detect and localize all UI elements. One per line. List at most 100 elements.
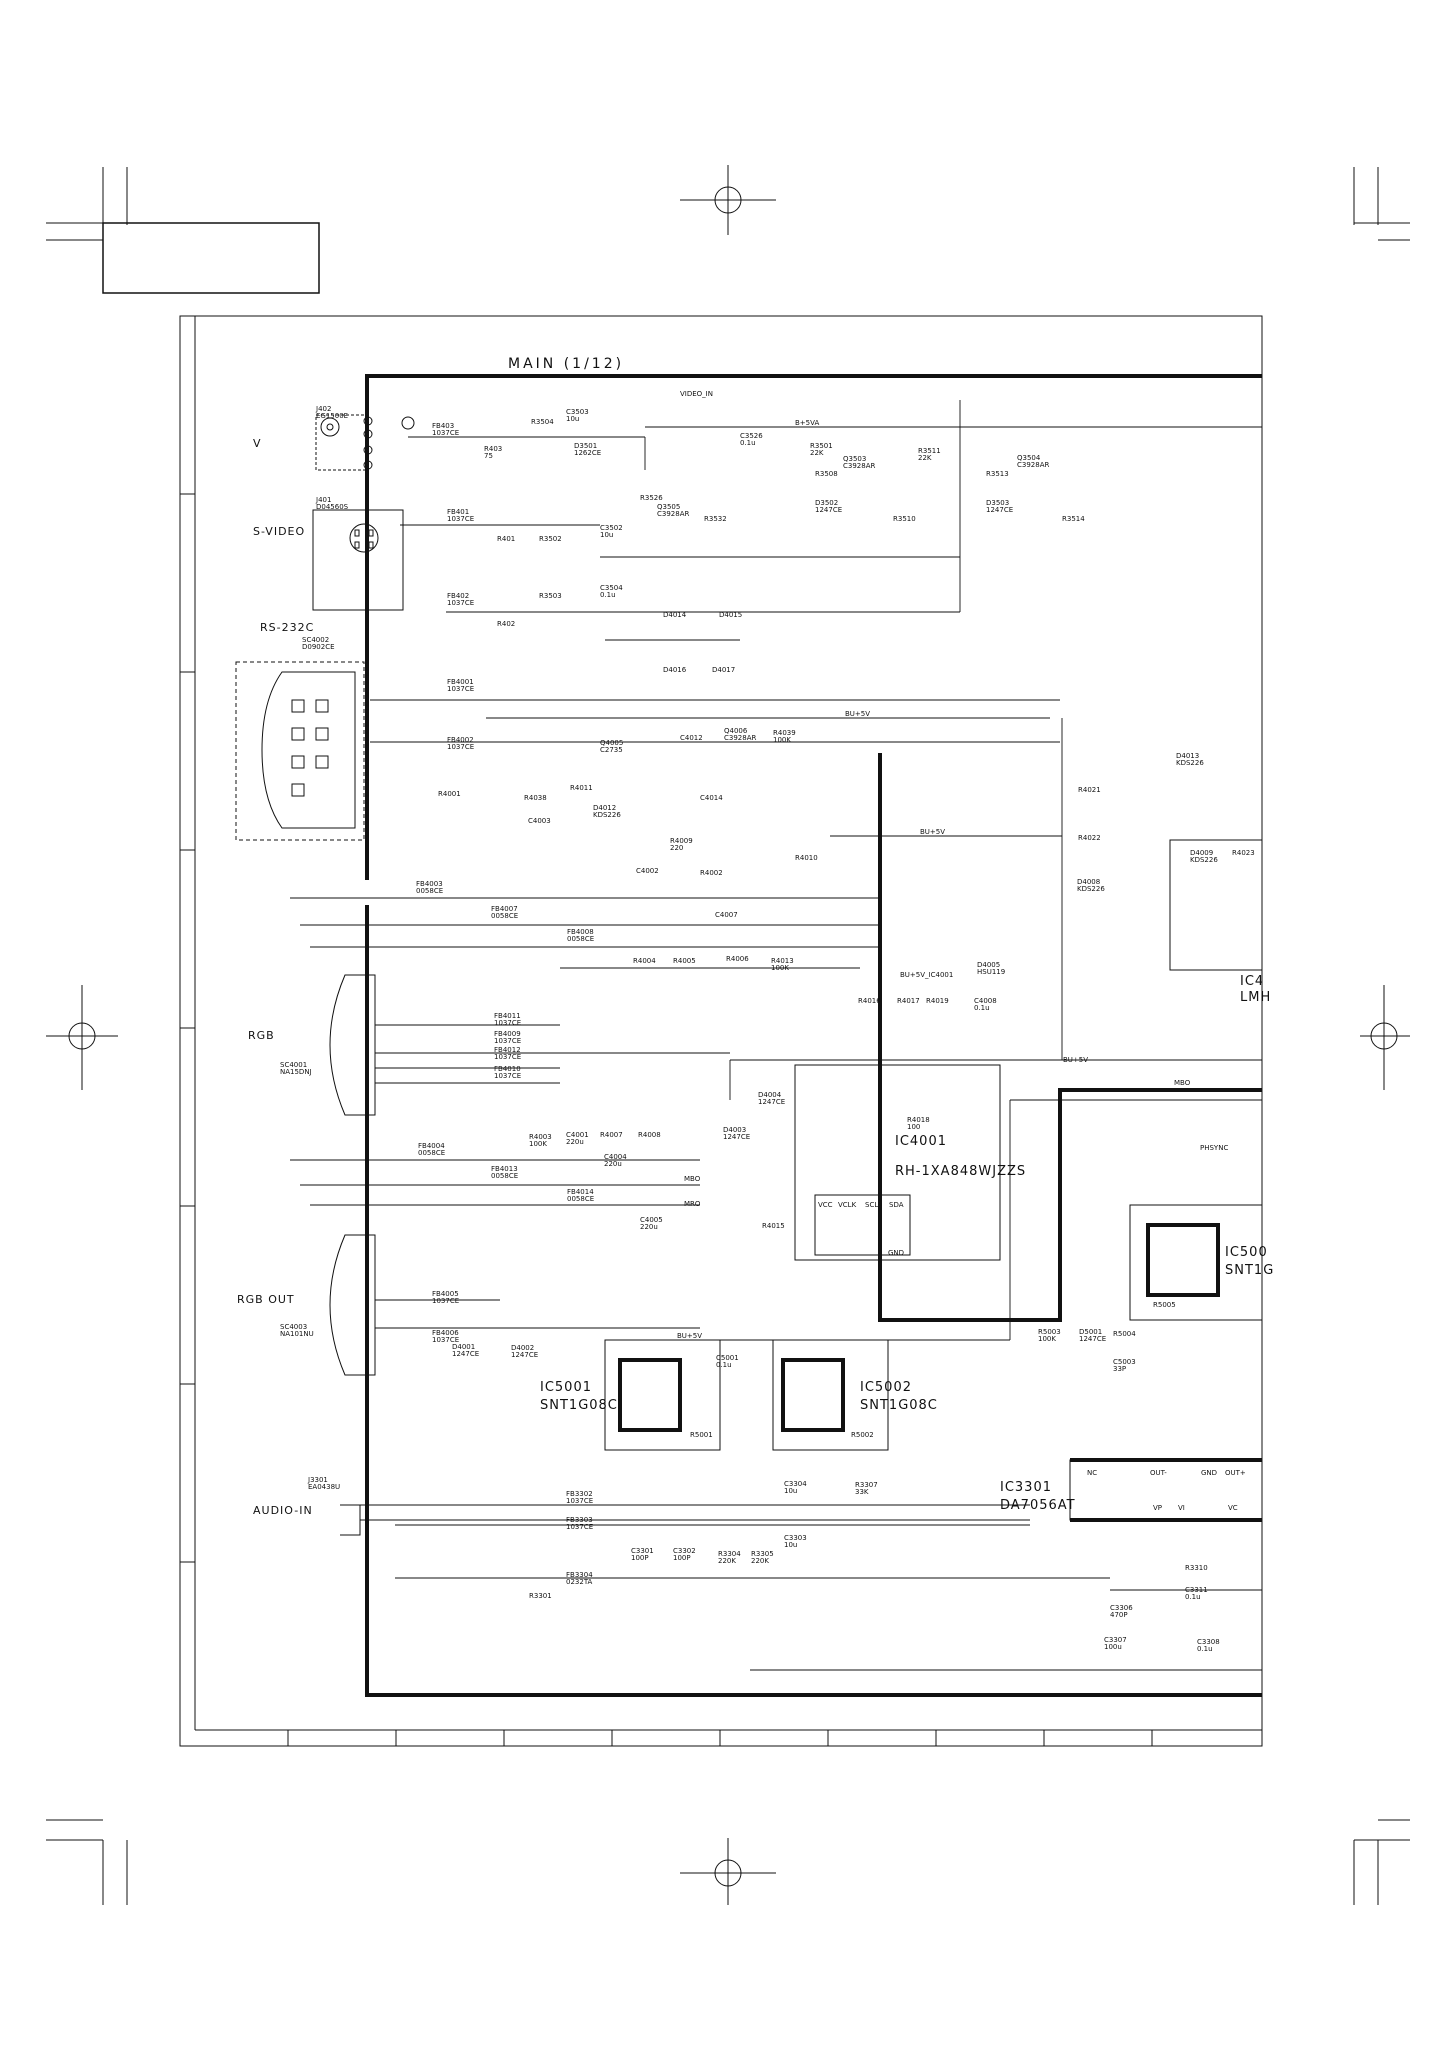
component-label-r3307-v: 33K (855, 1488, 869, 1496)
component-label-fb4007: FB4007 (491, 905, 518, 913)
component-label-ic3301-outp: OUT+ (1225, 1469, 1246, 1477)
component-label-r4018: R4018 (907, 1116, 930, 1124)
component-label-c4003: C4003 (528, 817, 551, 825)
component-label-sc4002-p: D0902CE (302, 643, 335, 651)
component-label-r4010: R4010 (795, 854, 818, 862)
component-label-d4008: D4008 (1077, 878, 1100, 886)
component-label-r3305: R3305 (751, 1550, 774, 1558)
jack-j3301 (340, 1504, 1030, 1536)
component-label-d4004: D4004 (758, 1091, 782, 1099)
component-label-fb4003-p: 0058CE (416, 887, 443, 895)
component-label-fb4014-p: 0058CE (567, 1195, 594, 1203)
component-label-r3502: R3502 (539, 535, 562, 543)
component-label-c3304: C3304 (784, 1480, 807, 1488)
component-label-ic3301-vc: VC (1228, 1504, 1238, 1512)
component-label-fb4011: FB4011 (494, 1012, 521, 1020)
component-label-fb4007-p: 0058CE (491, 912, 518, 920)
component-label-fb3304-p: 0232TA (566, 1578, 593, 1586)
component-label-c3307: C3307 (1104, 1636, 1127, 1644)
component-label-fb3302: FB3302 (566, 1490, 593, 1498)
component-label-r5005: R5005 (1153, 1301, 1176, 1309)
component-label-r3307: R3307 (855, 1481, 878, 1489)
component-label-fb402: FB402 (447, 592, 469, 600)
component-label-d4005: D4005 (977, 961, 1000, 969)
component-label-d4009-p: KDS226 (1190, 856, 1218, 864)
component-label-fb4006: FB4006 (432, 1329, 459, 1337)
ic5001 (604, 1339, 721, 1451)
component-label-d5001-p: 1247CE (1079, 1335, 1106, 1343)
component-label-c3502-v: 10u (600, 531, 613, 539)
component-label-r4009: R4009 (670, 837, 693, 845)
component-label-mbo-2: MBO (684, 1175, 701, 1183)
component-label-r4017: R4017 (897, 997, 920, 1005)
jack-j402 (315, 414, 415, 471)
component-label-pin-gnd: GND (888, 1249, 904, 1257)
component-labels: J402EG1500EJ401D04560SSC4002D0902CEFB403… (280, 390, 1255, 1653)
component-label-c3308-v: 0.1u (1197, 1645, 1213, 1653)
component-label-c4001: C4001 (566, 1131, 589, 1139)
component-label-r3514: R3514 (1062, 515, 1085, 523)
component-label-phsync: PHSYNC (1200, 1144, 1228, 1152)
component-label-d3501-p: 1262CE (574, 449, 601, 457)
ic4001-part: RH-1XA848WJZZS (895, 1164, 1026, 1179)
component-label-r4018-v: 100 (907, 1123, 920, 1131)
component-label-fb4002: FB4002 (447, 736, 474, 744)
label-svideo: S-VIDEO (253, 525, 305, 538)
connector-sc4003 (329, 1234, 376, 1376)
component-label-d4015: D4015 (719, 611, 742, 619)
component-label-d4013: D4013 (1176, 752, 1199, 760)
component-label-c5001-v: 0.1u (716, 1361, 732, 1369)
component-label-r3501-v: 22K (810, 449, 824, 457)
ic4001 (794, 1064, 1001, 1261)
component-label-q4005-p: C2735 (600, 746, 623, 754)
component-label-d4012-p: KDS226 (593, 811, 621, 819)
component-label-j401-p: D04560S (316, 503, 349, 511)
component-label-c4008-v: 0.1u (974, 1004, 990, 1012)
ic5001-part: SNT1G08C (540, 1398, 618, 1413)
page-label-box (102, 222, 320, 294)
component-label-c4012: C4012 (680, 734, 703, 742)
label-rs232c: RS-232C (260, 621, 314, 634)
component-label-c3307-v: 100u (1104, 1643, 1122, 1651)
component-label-c3308: C3308 (1197, 1638, 1220, 1646)
component-label-c3303: C3303 (784, 1534, 807, 1542)
component-label-r4008: R4008 (638, 1131, 661, 1139)
component-label-r4002: R4002 (700, 869, 723, 877)
component-label-r3503: R3503 (539, 592, 562, 600)
component-label-fb3302-p: 1037CE (566, 1497, 593, 1505)
component-label-fb4005: FB4005 (432, 1290, 459, 1298)
component-label-sc4003: SC4003 (280, 1323, 307, 1331)
component-label-r4004: R4004 (633, 957, 656, 965)
component-label-c3306: C3306 (1110, 1604, 1133, 1612)
component-label-r3501: R3501 (810, 442, 833, 450)
component-label-ic3301-out: OUT- (1150, 1469, 1167, 1477)
component-label-q3504: Q3504 (1017, 454, 1041, 462)
component-label-fb401-p: 1037CE (447, 515, 474, 523)
component-label-c4002: C4002 (636, 867, 659, 875)
component-label-r4005: R4005 (673, 957, 696, 965)
ic3301-part: DA7056AT (1000, 1498, 1076, 1513)
component-label-sc4002: SC4002 (302, 636, 329, 644)
component-label-bu5v-1: BU+5V (845, 710, 870, 718)
component-label-c3306-v: 470P (1110, 1611, 1128, 1619)
ic4001-ref: IC4001 (895, 1134, 947, 1149)
component-label-c3311-v: 0.1u (1185, 1593, 1201, 1601)
component-label-c3502: C3502 (600, 524, 623, 532)
component-label-c3302: C3302 (673, 1547, 696, 1555)
component-label-mro: MRO (684, 1200, 701, 1208)
ic5002-ref: IC5002 (860, 1380, 912, 1395)
component-label-d4001-p: 1247CE (452, 1350, 479, 1358)
component-label-fb4001-p: 1037CE (447, 685, 474, 693)
component-label-fb4001: FB4001 (447, 678, 474, 686)
component-label-r4013: R4013 (771, 957, 794, 965)
ic4x-ref: IC4 (1240, 974, 1264, 989)
component-label-c5003-v: 33P (1113, 1365, 1126, 1373)
component-label-fb403: FB403 (432, 422, 454, 430)
component-label-r4039-v: 100K (773, 736, 791, 744)
component-label-c5003: C5003 (1113, 1358, 1136, 1366)
component-label-r3526: R3526 (640, 494, 663, 502)
component-label-fb3303: FB3303 (566, 1516, 593, 1524)
component-label-d4002-p: 1247CE (511, 1351, 538, 1359)
component-label-d5001: D5001 (1079, 1328, 1102, 1336)
